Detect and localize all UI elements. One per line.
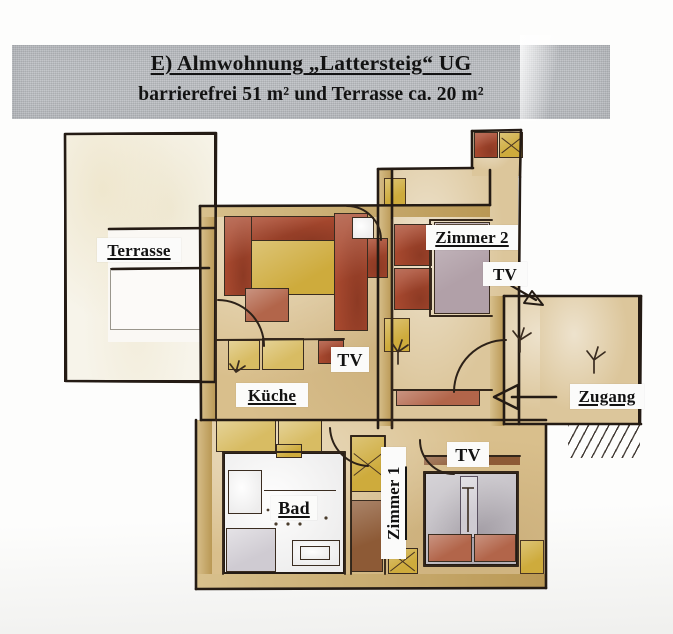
title-line-2: barrierefrei 51 m² und Terrasse ca. 20 m… — [138, 84, 484, 105]
window-cross-top-icon — [499, 132, 523, 158]
title-banner: E) Almwohnung „Lattersteig“ UG barrieref… — [12, 45, 610, 119]
kitchen-counter-sink — [262, 338, 304, 370]
label-tv-hall: TV — [331, 347, 369, 372]
title-line-1: E) Almwohnung „Lattersteig“ UG — [150, 51, 472, 75]
label-kueche: Küche — [236, 383, 308, 407]
label-tv-zimmer1: TV — [447, 442, 489, 467]
zimmer2-lower-unit — [384, 318, 410, 352]
wall-west — [200, 205, 216, 421]
zimmer2-bed-2 — [394, 268, 432, 310]
wall-north — [200, 205, 490, 217]
label-zimmer2: Zimmer 2 — [426, 225, 518, 250]
wall-lower-west — [196, 420, 212, 588]
zimmer1-footboard-right — [474, 534, 516, 562]
label-zugang: Zugang — [570, 384, 644, 409]
zimmer2-nightstand — [384, 178, 406, 206]
label-bad: Bad — [271, 496, 317, 520]
zugang-hatch — [568, 424, 640, 458]
zimmer1-corner-panel — [520, 540, 544, 574]
scan-artifact — [520, 35, 566, 121]
kitchen-counter-lower — [216, 420, 276, 452]
label-tv-zimmer2: TV — [483, 262, 527, 286]
bath-shower — [226, 528, 276, 572]
bath-wc-inner — [300, 546, 330, 560]
bath-tub — [228, 470, 262, 514]
zimmer2-bed-1 — [394, 224, 432, 266]
zimmer1-footboard-left — [428, 534, 472, 562]
zimmer1-bed-divider — [460, 476, 478, 538]
bath-door-panel — [276, 444, 302, 458]
zimmer2-sideboard — [396, 390, 480, 406]
bath-sink-line — [264, 490, 336, 491]
terrace-inner-line — [110, 268, 210, 330]
label-terrasse: Terrasse — [97, 238, 181, 262]
wall-corridor-east — [490, 296, 504, 426]
nub-red-box — [474, 132, 498, 158]
label-zimmer1: Zimmer 1 — [381, 447, 406, 559]
wall-zimmer2-west — [378, 168, 392, 426]
zimmer1-wall-red — [351, 500, 383, 572]
kitchen-counter-left — [228, 340, 260, 370]
window-cross-zimmer1-icon — [351, 436, 385, 492]
ottoman — [245, 288, 289, 322]
sofa-left-arm — [224, 216, 252, 296]
wall-lower-south — [196, 574, 546, 588]
cabinet-inset — [352, 217, 374, 239]
